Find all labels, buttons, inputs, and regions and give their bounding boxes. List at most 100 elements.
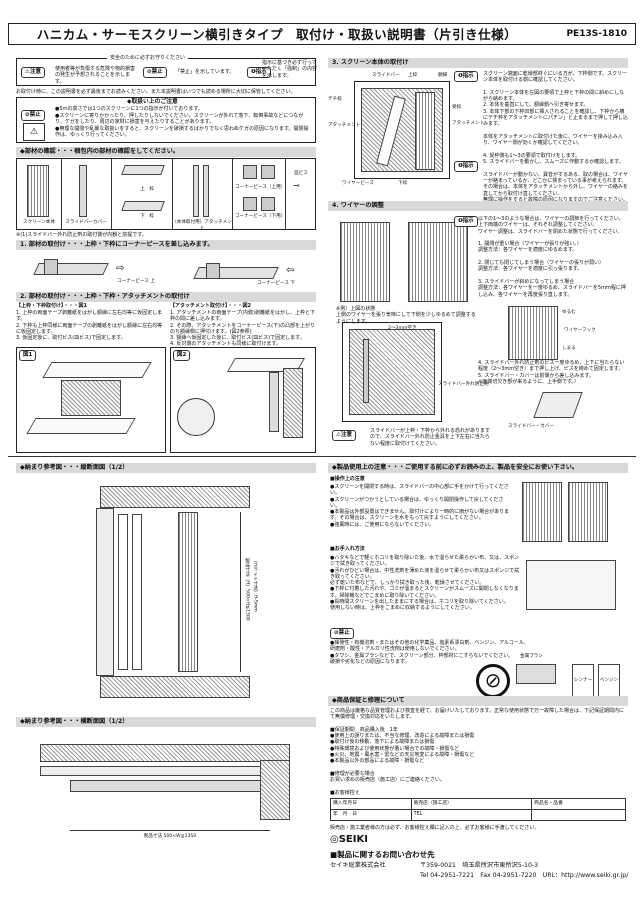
arrow-right-icon: ⇨	[116, 263, 125, 274]
usage-prohibit: ●揮発性・有機溶剤・またはその他の化学薬品、塩素系漂白剤、ベンジン、アルコール、…	[330, 640, 529, 665]
prohibit-label: 禁止	[151, 69, 163, 75]
step4-warning-badge: ⚠注意	[332, 430, 356, 441]
instruct-icon: ❶	[251, 69, 256, 75]
corner-piece-upper-part-2	[261, 165, 275, 179]
step3-screen-pleat	[415, 92, 435, 170]
step4-label-stopper: スライドバー外れ防止剤	[438, 382, 489, 387]
step1-corner-piece-lower	[206, 263, 220, 279]
corner-lower-label: コーナーピース（下用）	[235, 214, 286, 219]
hs-screen	[70, 780, 270, 792]
contact-address: 〒359-0021 埼玉県所沢市東所沢5-10-3	[420, 862, 539, 869]
contact-phone: Tel 04-2951-7221 Fax 04-2951-7220 URL：ht…	[420, 872, 629, 879]
safety-note: お取付け時に、この説明書を必ず最後までお読みください。また本説明書はいつでも読め…	[16, 89, 296, 95]
step4-instruct-label: 指示	[462, 218, 474, 224]
step3-frame-diagram	[354, 81, 450, 179]
table-cell-store[interactable]: TEL	[410, 809, 533, 821]
arrow-left-icon: ⇦	[286, 265, 295, 276]
step4-side-text: 4. スライドバー外れ防止剤のビス一度ゆるめ、上下に当たらない程度（2～3mm空…	[478, 360, 625, 385]
step3-area: スライドバー 上枠 額縁 テチ枠 アタッチメント ワイヤービーズ 下枠 受枠 ア…	[328, 69, 628, 203]
figure-2: 図2	[170, 347, 316, 453]
step4-area: ※例）上図の状態 上側のワイヤーを張り気味にして下側を少しゆるめて調整するように…	[328, 212, 628, 447]
vertical-section-drawing: 製品寸法（H）500<H≦1300 （スライド寸法）H-Smm	[60, 478, 310, 708]
step3-label-techi: テチ枠	[328, 97, 342, 102]
step3-label-receive: 受枠	[452, 105, 462, 110]
step3-instruct-badge-2: ❶指示	[454, 161, 478, 172]
vs-frame-left	[96, 508, 114, 676]
step3-label-casing: 額縁	[438, 73, 448, 78]
step4-label-hook: ワイヤーフック	[564, 328, 596, 333]
usage-heading: ◆製品使用上の注意・・・ご使用する前に必ずお読みの上、製品を安全にお使い下さい。	[328, 463, 628, 473]
fig2-wall	[283, 368, 303, 438]
usage-cautions: ●スクリーンを開閉する時は、スライドバーの中心部に手をかけて行ってください。 ●…	[330, 484, 510, 528]
step4-screen-open	[340, 222, 390, 302]
vs-screen-body	[178, 512, 198, 672]
parts-table: 上 枠 下 枠 コーナーピース（上用） コーナーピース（下用） 皿ビス ⊸ スク…	[16, 158, 316, 231]
logo-icon: ◎	[330, 834, 339, 845]
slide-bar-cover-part	[79, 165, 87, 217]
table-header-product: 商品名・品番	[531, 798, 626, 810]
no-entry-icon: ⊘	[476, 664, 510, 698]
step3-label-attach: アタッチメント	[328, 123, 361, 128]
step3-label-upper: 上枠	[408, 73, 418, 78]
instruct-label: 指示	[255, 69, 267, 75]
parts-footnote: ※(1)スライドバー外れ防止剤の取付側が内観と前提です。	[16, 232, 147, 238]
vs-dim-slide: （スライド寸法）H-Smm	[252, 558, 258, 612]
fig2-detail-circle	[177, 398, 215, 436]
instruct-icon: ❶	[458, 163, 463, 169]
warning-icon: ⚠	[25, 69, 30, 75]
step2-left-text: 1. 上枠の両面テープ剥離紙をはがし額縁に左右均等に仮固定します。 2. 下枠も…	[16, 310, 163, 342]
step4-dim-label: 2～3mm空き	[388, 326, 417, 331]
corner-piece-lower-part	[243, 197, 257, 211]
step4-frame-diagram	[342, 322, 442, 422]
warning-icon: ⚠	[336, 432, 341, 438]
table-cell-date[interactable]: 年 月 日	[330, 809, 412, 821]
fig2-attachment	[269, 372, 279, 432]
instruct-badge: ❶指示	[247, 67, 271, 78]
usage-illustration-1	[522, 482, 562, 542]
usage-cleaning-illustration	[526, 560, 616, 610]
document-title: ハニカム・サーモスクリーン横引きタイプ 取付け・取扱い説明書（片引き仕様）	[36, 27, 518, 42]
lower-frame-label: 下 枠	[140, 214, 154, 219]
brand-logo: ◎SEIKI	[330, 834, 368, 847]
usage-illustration-2	[568, 482, 608, 542]
hs-side-wall	[260, 760, 290, 820]
fig1-label: 図1	[19, 350, 37, 361]
vs-dim-product: 製品寸法（H）500<H≦1300	[244, 558, 250, 621]
prohibit-icon: ⊘	[25, 112, 30, 118]
customer-record-table: 購入年月日 販売店（施工店） 商品名・品番 年 月 日 TEL	[330, 798, 626, 821]
warning-label: 注意	[29, 69, 41, 75]
upper-frame-part	[121, 165, 165, 175]
step4-heading: 4. ワイヤーの調整	[328, 201, 628, 211]
table-cell-product[interactable]	[531, 809, 626, 821]
step4-slidebar	[363, 339, 369, 403]
step1-label-lower: コーナーピース 下	[257, 281, 295, 286]
thinner-label: シンナー	[573, 678, 593, 683]
screen-body-label: スクリーン本体	[23, 220, 55, 225]
vertical-section-heading: ◆納まり参考図・・・縦断面図（1/2）	[16, 463, 316, 473]
handling-prohibit-badge: ⊘禁止	[21, 110, 45, 121]
step4-example-text: ※例）上図の状態 上側のワイヤーを張り気味にして下側を少しゆるめて調整するように…	[336, 306, 476, 325]
fig2-label: 図2	[173, 350, 191, 361]
table-header-date: 購入年月日	[330, 798, 412, 810]
figure-1: 図1	[16, 347, 166, 453]
step4-label-loosen: ゆるむ	[562, 310, 576, 315]
step4-label-tighten: しまる	[562, 346, 576, 351]
step2-left-title: 【上枠・下枠取付け】・・・図1	[16, 303, 87, 309]
vs-upper-wall	[100, 486, 250, 508]
contact-company: セイキ総業株式会社	[330, 862, 386, 869]
brush-illustration	[516, 664, 556, 684]
usage-prohibit-label: 禁止	[338, 630, 350, 636]
step3-heading: 3. スクリーン本体の取付け	[328, 58, 628, 68]
warranty-heading: ◆商品保証と修理について	[328, 696, 628, 706]
handling-prohibit-label: 禁止	[29, 112, 41, 118]
step1-label-upper: コーナーピース 上	[117, 279, 155, 284]
hs-upper-wall	[40, 744, 290, 762]
horizontal-section-heading: ◆納まり参考図・・・横断面図（1/2）	[16, 717, 316, 727]
fig1-window-frame	[61, 380, 121, 416]
usage-care-title: ■お手入れ方法	[330, 546, 365, 552]
handling-item-1: ●5ｍの高さでは1つのスクリーンに1つの指示が付いております。	[55, 106, 203, 112]
table-header-store: 販売店（施工店）	[410, 798, 533, 810]
warning-icon: ⚠	[23, 123, 45, 141]
safety-intro: 安全のために必ずお守りください	[107, 55, 189, 62]
lower-frame-part	[121, 201, 165, 211]
